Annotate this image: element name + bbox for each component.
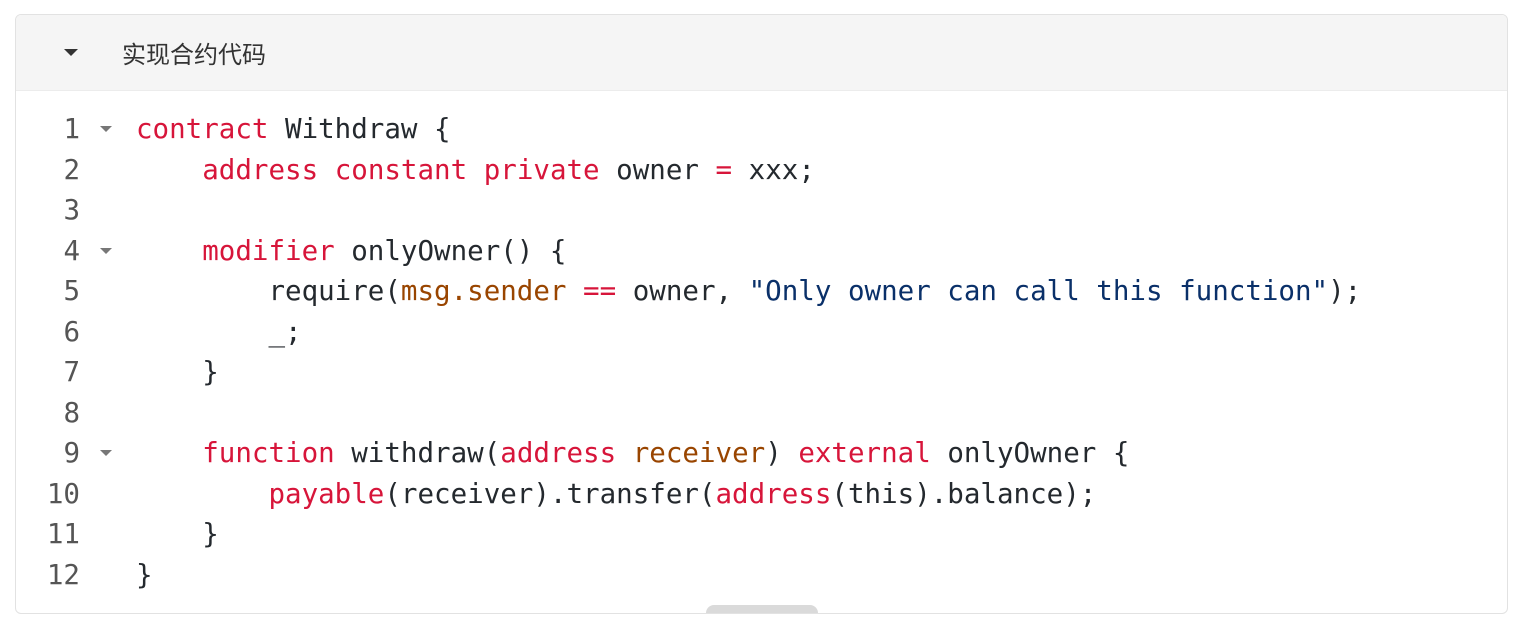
code-token-pl: } [136,558,153,591]
line-number: 4 [63,234,80,267]
code-text: contract Withdraw { [136,109,451,150]
code-text: function withdraw(address receiver) exte… [136,433,1129,474]
code-token-kw: payable [268,477,385,510]
code-token-pl [566,275,583,307]
code-token-pl: ); [1328,275,1362,307]
code-token-pl [318,154,335,186]
code-text: _; [136,312,302,353]
code-text: address constant private owner = xxx; [136,150,815,191]
code-token-pl [616,437,633,469]
code-token-kw: constant [334,153,468,186]
code-token-pl: ) [765,437,799,469]
code-token-pl: onlyOwner() { [334,234,567,267]
code-token-pl: owner [599,153,716,186]
code-line: 11 } [16,514,1507,555]
code-token-pl: (this).balance); [831,477,1097,510]
code-token-pl: onlyOwner { [930,437,1130,469]
code-token-kw: external [798,437,931,469]
code-line: 12} [16,555,1507,596]
code-line: 2 address constant private owner = xxx; [16,150,1507,191]
code-line: 1 contract Withdraw { [16,109,1507,150]
code-token-kw: private [483,153,600,186]
code-line: 10 payable(receiver).transfer(address(th… [16,474,1507,515]
fold-toggle-icon[interactable] [100,450,112,456]
line-number: 5 [63,275,80,307]
code-token-kw: == [583,275,617,307]
line-number: 11 [46,518,80,550]
line-number: 12 [46,558,80,591]
section-title: 实现合约代码 [122,41,266,69]
code-line: 3 [16,190,1507,231]
code-token-kw: = [715,153,733,186]
code-token-var: receiver [632,437,766,469]
code-token-pl: _; [136,315,302,348]
fold-toggle-icon[interactable] [100,247,112,254]
code-line: 4 modifier onlyOwner() { [16,231,1507,272]
code-line: 5 require(msg.sender == owner, "Only own… [16,271,1507,312]
code-line: 9 function withdraw(address receiver) ex… [16,433,1507,474]
code-token-kw: address [715,477,832,510]
code-token-kw: contract [136,113,269,145]
line-number: 7 [63,356,80,388]
code-text: } [136,555,153,596]
line-number: 6 [63,315,80,348]
code-text: require(msg.sender == owner, "Only owner… [136,271,1361,312]
collapsible-header[interactable]: 实现合约代码 [16,15,1507,91]
line-number: 1 [63,113,80,145]
code-token-pl [136,478,268,510]
fold-toggle-icon[interactable] [100,126,112,132]
code-text: } [136,514,219,555]
code-token-pl: Withdraw { [268,113,451,145]
line-number: 2 [63,153,80,186]
code-token-pl: require( [136,275,401,307]
code-token-pl [136,235,202,267]
code-token-kw: modifier [202,234,335,267]
code-token-pl [136,154,202,186]
code-token-var: msg.sender [400,275,567,307]
code-token-str: "Only owner can call this function" [748,275,1329,307]
code-token-kw: address [500,437,617,469]
code-text: payable(receiver).transfer(address(this)… [136,474,1096,515]
code-token-pl [136,437,202,469]
line-number: 3 [63,194,80,226]
code-token-pl [467,154,484,186]
code-token-pl: (receiver).transfer( [384,477,716,510]
code-line: 8 [16,393,1507,434]
code-token-kw: address [202,153,319,186]
resize-handle[interactable] [706,605,818,613]
code-token-pl: xxx; [732,153,815,186]
code-token-pl: } [136,356,219,388]
code-text: modifier onlyOwner() { [136,231,566,272]
collapse-caret-icon[interactable] [64,49,78,56]
code-text: } [136,352,219,393]
line-number: 10 [46,477,80,510]
code-token-pl: } [136,518,219,550]
code-token-pl: owner, [616,275,749,307]
line-number: 9 [63,437,80,469]
code-token-pl: withdraw( [334,437,501,469]
code-line: 7 } [16,352,1507,393]
code-line: 6 _; [16,312,1507,353]
line-number: 8 [63,396,80,429]
code-token-kw: function [202,437,335,469]
